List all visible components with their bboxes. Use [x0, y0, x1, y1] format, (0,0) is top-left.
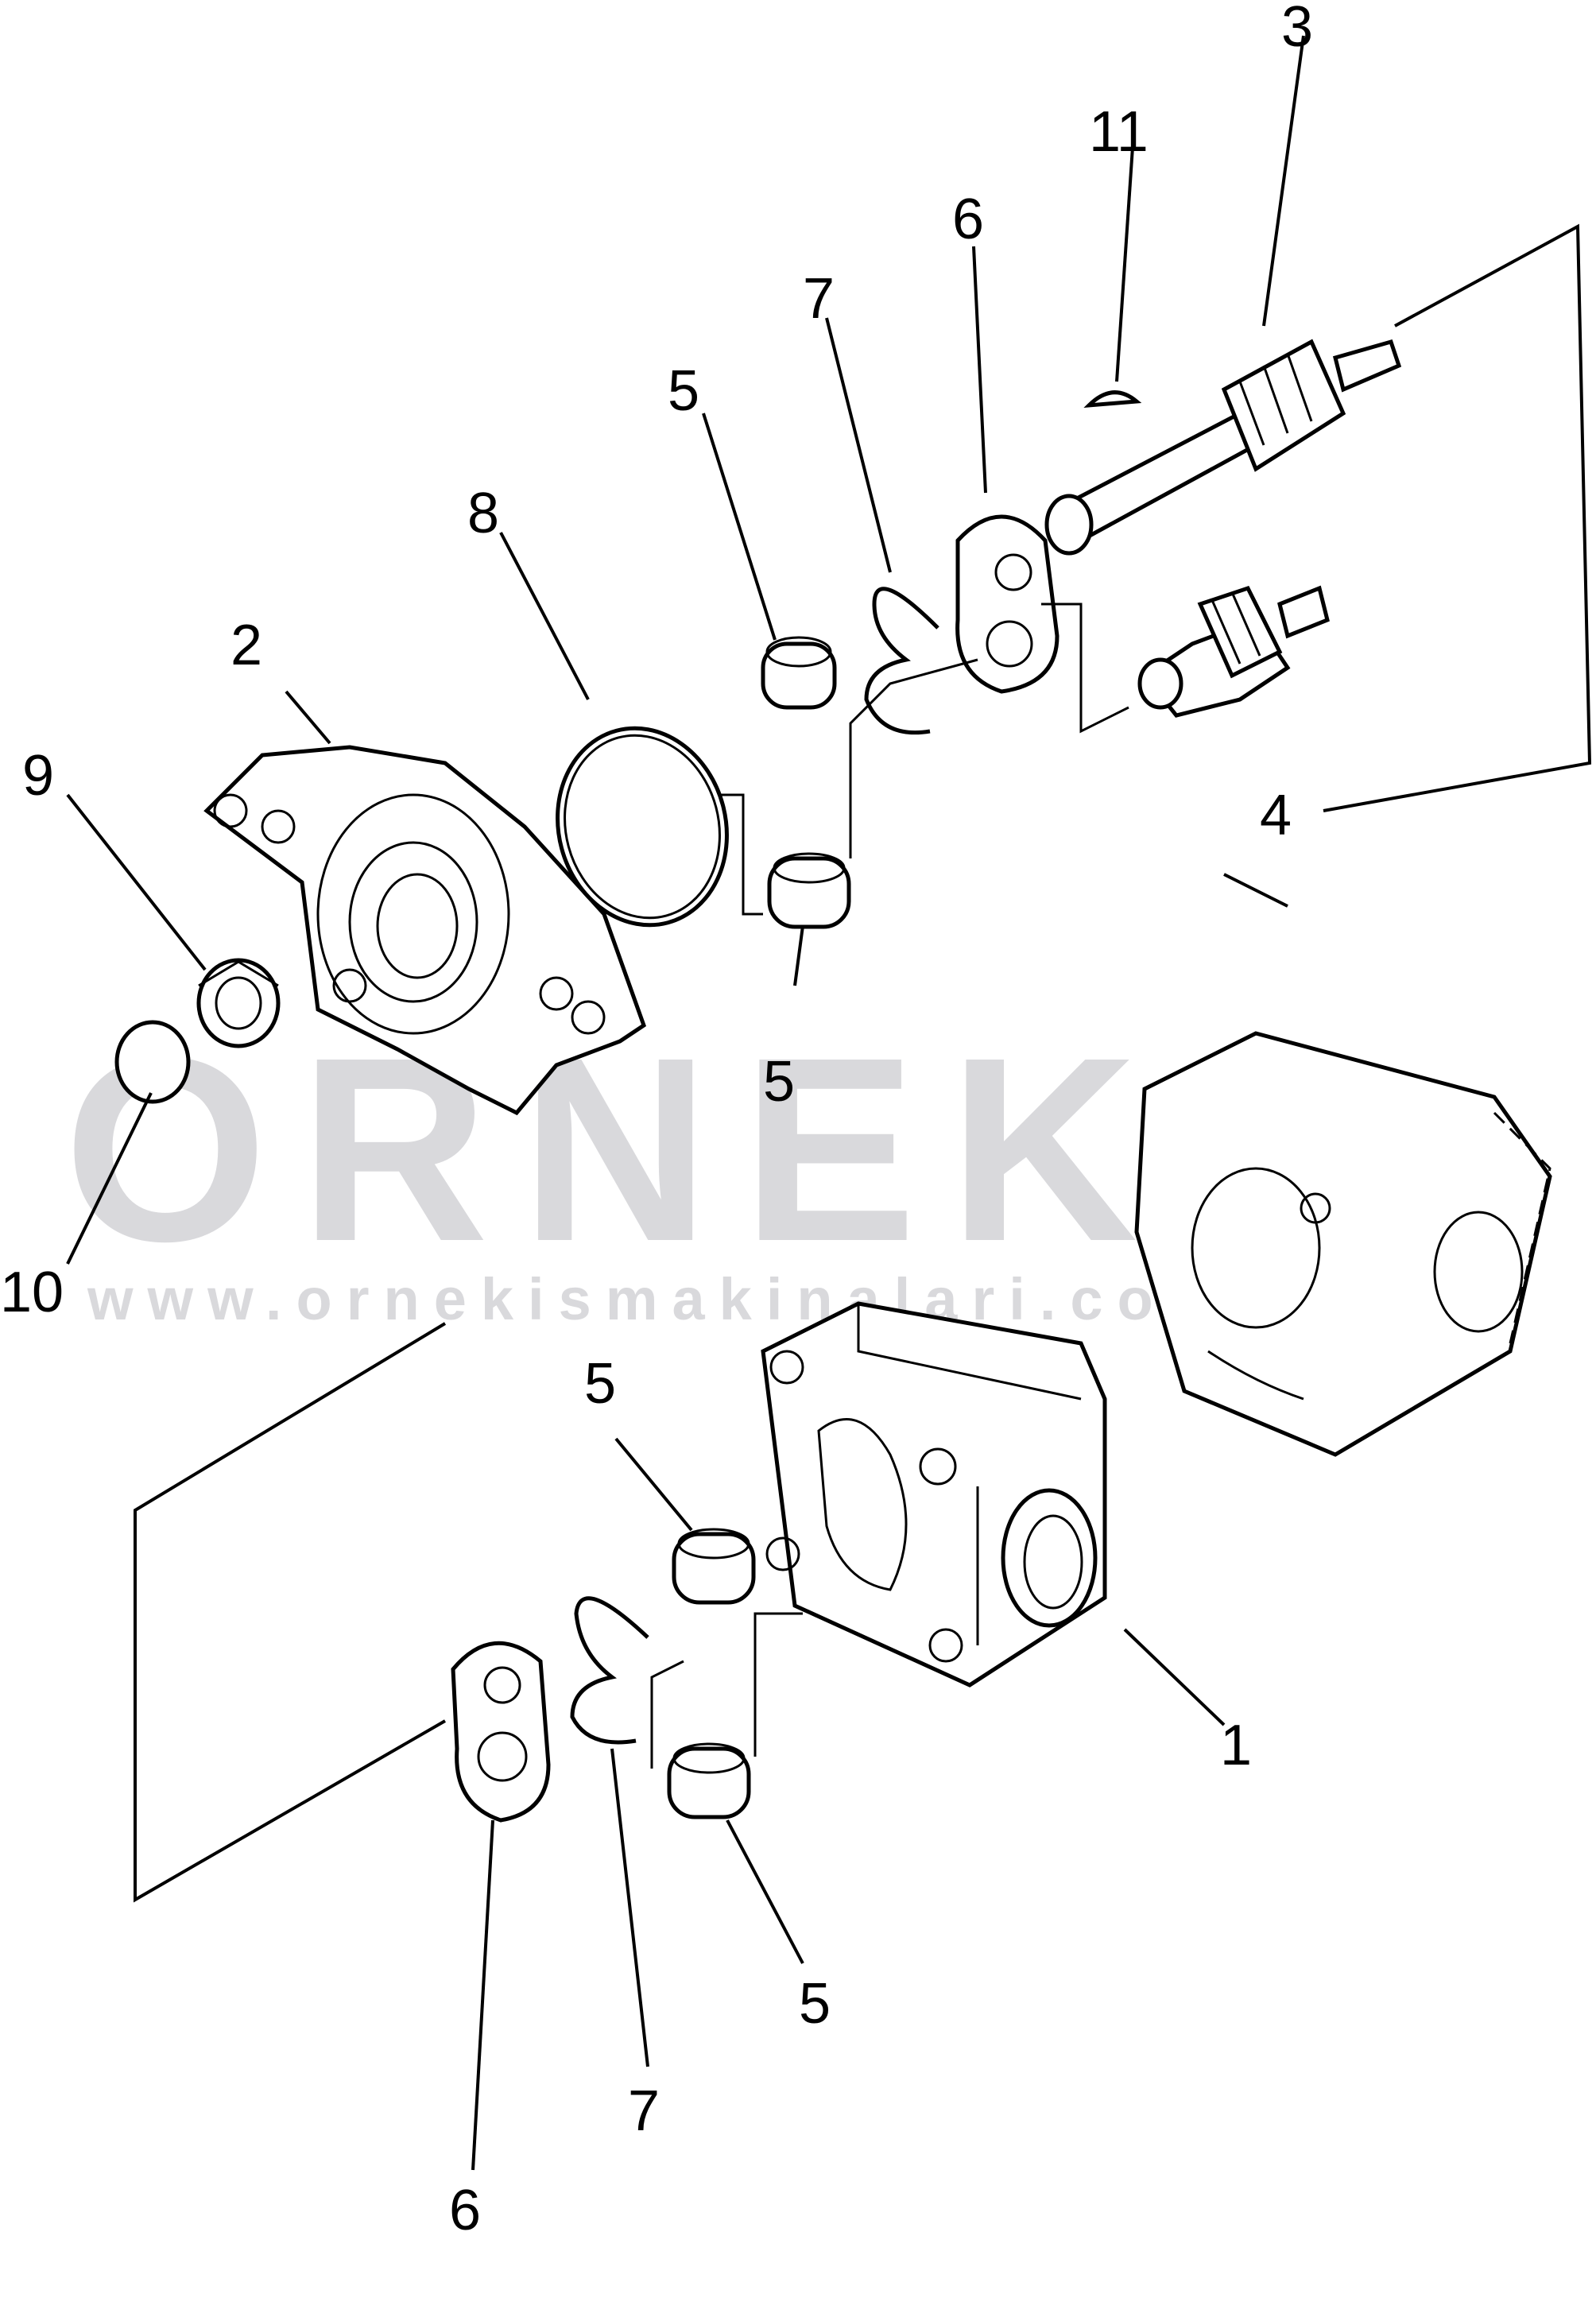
watermark-url: www.ornekismakinalari.com.tr [87, 1266, 1336, 1332]
callout-7-upper: 7 [803, 267, 835, 331]
key-part-11 [1083, 390, 1142, 409]
driven-gear-part-4 [1137, 585, 1330, 718]
snap-ring-part-10 [114, 1020, 191, 1104]
callout-8: 8 [467, 482, 499, 545]
callout-7-lower: 7 [628, 2079, 660, 2143]
callout-9: 9 [22, 744, 54, 808]
callout-6-lower: 6 [449, 2179, 481, 2242]
callout-5-upper-b: 5 [763, 1050, 795, 1114]
bushing-lower-a [672, 1528, 756, 1605]
o-ring-part-8 [556, 726, 729, 928]
bushing-upper-a [761, 636, 837, 710]
bushing-upper-b [767, 852, 851, 929]
callout-5-lower-b: 5 [799, 1972, 831, 2036]
callout-5-lower-a: 5 [584, 1352, 616, 1416]
needle-bearing-part-9 [196, 958, 281, 1048]
callout-4: 4 [1260, 784, 1292, 847]
pump-body-part-1 [761, 1301, 1107, 1687]
seal-part-7-lower [570, 1596, 649, 1745]
callout-6-upper: 6 [952, 188, 984, 251]
watermark: ORNEK www.ornekismakinalari.com.tr [64, 1002, 1336, 1332]
flange-cover-part-2 [203, 745, 647, 1116]
callout-1: 1 [1220, 1714, 1252, 1777]
side-plate-part-6-lower [451, 1641, 551, 1823]
watermark-brand: ORNEK [64, 1002, 1170, 1296]
callout-5-upper-a: 5 [668, 359, 699, 423]
callout-11: 11 [1089, 100, 1149, 164]
callout-2: 2 [230, 614, 262, 677]
rear-housing-dashed [1134, 1031, 1552, 1457]
side-plate-part-6-upper [955, 514, 1059, 694]
bushing-lower-b [667, 1742, 751, 1819]
seal-part-7-upper [864, 587, 939, 735]
drive-shaft-part-3 [1044, 339, 1402, 556]
callout-10: 10 [0, 1261, 64, 1324]
callout-3: 3 [1281, 0, 1313, 59]
